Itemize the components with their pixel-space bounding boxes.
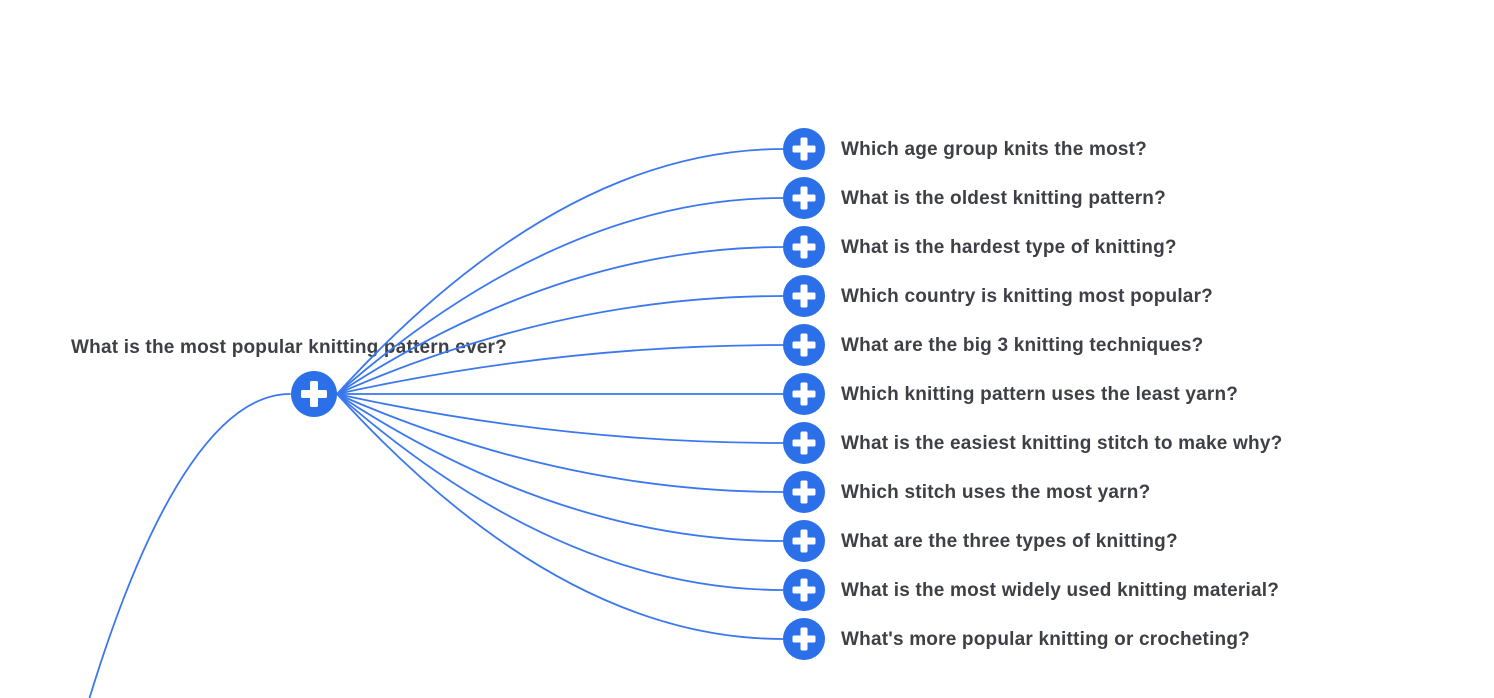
child-node-label[interactable]: What is the most widely used knitting ma… xyxy=(841,579,1280,601)
child-node-label[interactable]: What's more popular knitting or crocheti… xyxy=(841,628,1250,650)
root-expand-button[interactable] xyxy=(291,371,337,417)
child-node-label[interactable]: What is the oldest knitting pattern? xyxy=(841,187,1166,209)
child-node-label[interactable]: Which stitch uses the most yarn? xyxy=(841,481,1151,503)
child-connector xyxy=(336,393,784,444)
child-connector xyxy=(336,246,784,395)
child-expand-button[interactable] xyxy=(783,618,825,660)
child-expand-button[interactable] xyxy=(783,373,825,415)
plus-icon xyxy=(783,618,825,660)
child-node: What is the most widely used knitting ma… xyxy=(783,569,1279,611)
plus-icon xyxy=(783,226,825,268)
plus-icon xyxy=(783,422,825,464)
plus-icon xyxy=(291,371,337,417)
plus-icon xyxy=(783,373,825,415)
child-expand-button[interactable] xyxy=(783,520,825,562)
child-node: What is the easiest knitting stitch to m… xyxy=(783,422,1282,464)
child-node: What is the oldest knitting pattern? xyxy=(783,177,1166,219)
child-node: Which age group knits the most? xyxy=(783,128,1147,170)
child-expand-button[interactable] xyxy=(783,275,825,317)
child-expand-button[interactable] xyxy=(783,422,825,464)
child-connector xyxy=(336,393,784,591)
root-node-label[interactable]: What is the most popular knitting patter… xyxy=(71,337,507,358)
child-node: What are the big 3 knitting techniques? xyxy=(783,324,1204,366)
child-expand-button[interactable] xyxy=(783,569,825,611)
child-node: Which country is knitting most popular? xyxy=(783,275,1213,317)
plus-icon xyxy=(783,569,825,611)
plus-icon xyxy=(783,520,825,562)
child-node-label[interactable]: Which knitting pattern uses the least ya… xyxy=(841,383,1239,405)
child-expand-button[interactable] xyxy=(783,471,825,513)
child-node: What is the hardest type of knitting? xyxy=(783,226,1177,268)
child-connector xyxy=(336,393,784,542)
child-node-label[interactable]: What are the big 3 knitting techniques? xyxy=(841,334,1204,356)
child-node-label[interactable]: Which country is knitting most popular? xyxy=(841,285,1213,307)
child-node: Which knitting pattern uses the least ya… xyxy=(783,373,1238,415)
child-connector xyxy=(336,393,784,640)
child-expand-button[interactable] xyxy=(783,324,825,366)
child-connector xyxy=(336,393,784,493)
child-connector xyxy=(336,197,784,395)
child-node-label[interactable]: What is the hardest type of knitting? xyxy=(841,236,1177,258)
child-node: Which stitch uses the most yarn? xyxy=(783,471,1150,513)
child-expand-button[interactable] xyxy=(783,128,825,170)
parent-connector xyxy=(88,393,291,698)
child-expand-button[interactable] xyxy=(783,177,825,219)
plus-icon xyxy=(783,471,825,513)
plus-icon xyxy=(783,128,825,170)
child-node-label[interactable]: Which age group knits the most? xyxy=(841,138,1147,160)
plus-icon xyxy=(783,275,825,317)
child-node-label[interactable]: What is the easiest knitting stitch to m… xyxy=(841,432,1283,454)
child-node-label[interactable]: What are the three types of knitting? xyxy=(841,530,1178,552)
child-expand-button[interactable] xyxy=(783,226,825,268)
child-node: What are the three types of knitting? xyxy=(783,520,1178,562)
child-node: What's more popular knitting or crocheti… xyxy=(783,618,1250,660)
plus-icon xyxy=(783,177,825,219)
plus-icon xyxy=(783,324,825,366)
